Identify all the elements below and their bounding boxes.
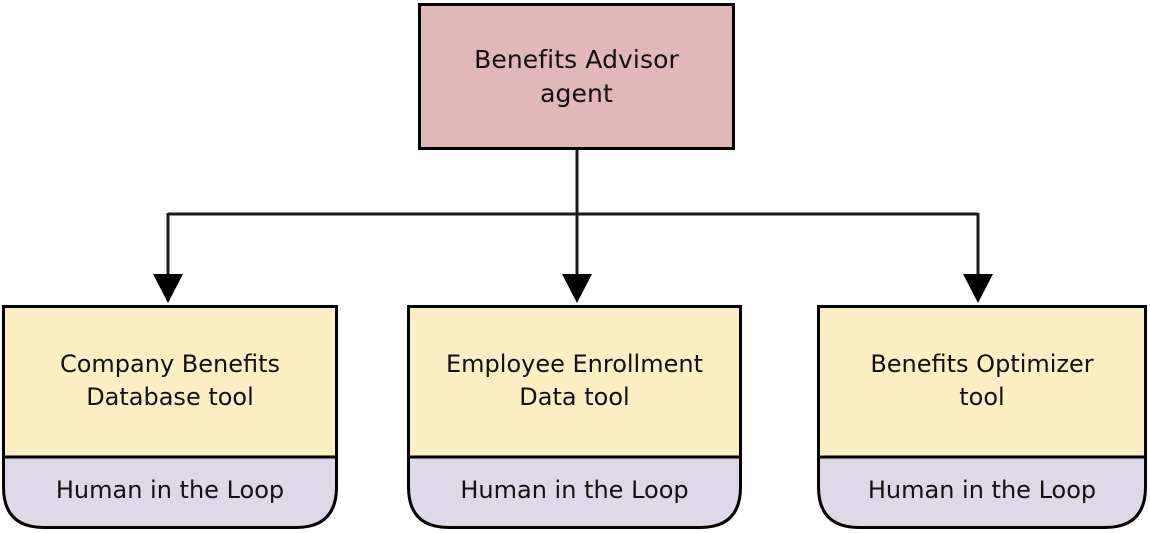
arrowhead-left-icon: [153, 274, 183, 303]
tool-body-footer: [2, 455, 338, 529]
tool-body-footer: [817, 455, 1147, 529]
agent-node-label-line2: agent: [540, 78, 613, 108]
human-in-the-loop-label: Human in the Loop: [460, 476, 689, 505]
tool-label-line2: tool: [959, 383, 1005, 411]
arrowhead-center-icon: [562, 274, 592, 303]
tool-node-shape: [2, 305, 338, 529]
agent-node-benefits-advisor[interactable]: Benefits Advisor agent: [418, 3, 735, 150]
tool-node-label: Benefits Optimizer tool: [817, 305, 1147, 457]
tool-label-line1: Benefits Optimizer: [870, 349, 1094, 378]
agent-node-label-line1: Benefits Advisor: [474, 44, 679, 74]
arrowhead-right-icon: [963, 274, 993, 303]
human-in-the-loop-label: Human in the Loop: [55, 476, 285, 505]
tool-label-line2: Database tool: [86, 383, 254, 411]
tool-label-line1: Employee Enrollment: [446, 349, 703, 378]
tool-body-footer: [407, 455, 742, 529]
tool-node-benefits-optimizer[interactable]: Benefits Optimizer tool Human in the Loop: [817, 305, 1147, 529]
tool-label-line1: Company Benefits: [59, 349, 281, 378]
tool-node-footer: Human in the Loop: [2, 457, 338, 529]
tool-node-shape: [817, 305, 1147, 529]
human-in-the-loop-label: Human in the Loop: [867, 476, 1097, 505]
tool-label-line2: Data tool: [519, 383, 630, 411]
tool-node-label-text: Benefits Optimizer tool: [870, 348, 1093, 414]
tool-node-shape: [407, 305, 742, 529]
tool-node-footer: Human in the Loop: [407, 457, 742, 529]
agent-node-label: Benefits Advisor agent: [462, 43, 691, 111]
tool-node-footer: Human in the Loop: [817, 457, 1147, 529]
